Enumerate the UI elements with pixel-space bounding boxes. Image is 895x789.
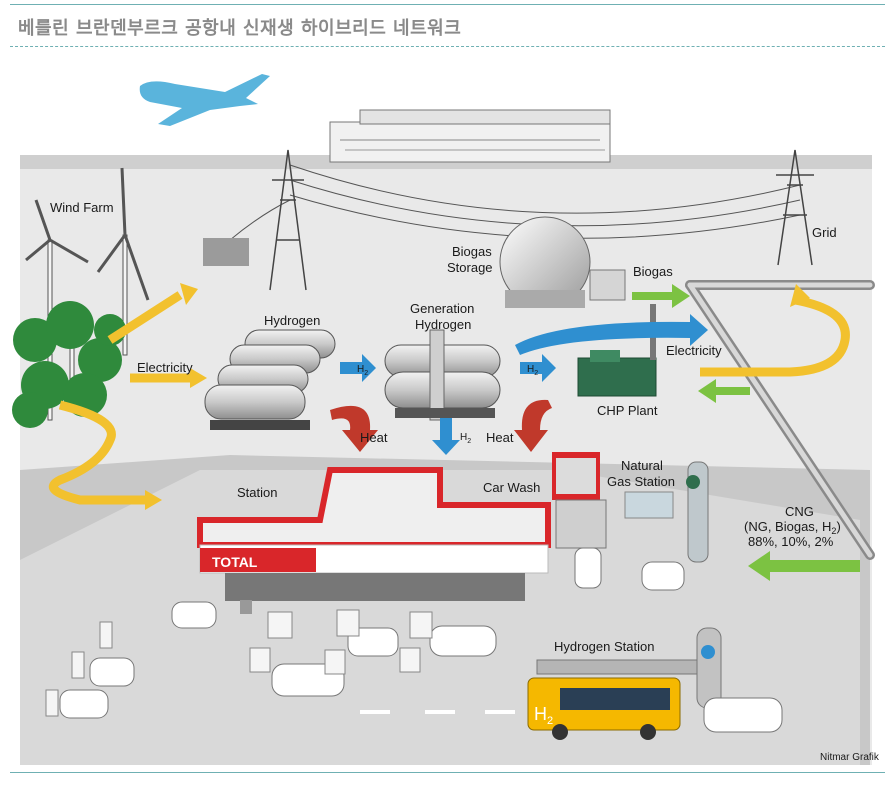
chp-plant-label: CHP Plant <box>597 403 658 418</box>
header-top-line <box>10 4 885 5</box>
credit-label: Nitmar Grafik <box>820 752 880 763</box>
natural-gas-station-label-1: Natural <box>621 458 663 473</box>
hydrogen-flow-arrows <box>340 314 708 455</box>
cng-label-3: 88%, 10%, 2% <box>748 534 834 549</box>
biogas-label: Biogas <box>633 264 673 279</box>
bus-h2-label: H2 <box>534 704 553 727</box>
terminal-building <box>329 109 611 163</box>
heat-label-2: Heat <box>486 430 514 445</box>
car-wash-label: Car Wash <box>483 480 540 495</box>
h2-label-station: H2 <box>460 432 471 445</box>
grid-label: Grid <box>812 225 837 240</box>
wind-farm-label: Wind Farm <box>50 200 114 215</box>
electricity-flow-arrows <box>48 291 850 505</box>
electricity-arrow-heads <box>145 283 810 510</box>
station-label: Station <box>237 485 277 500</box>
airplane-icon <box>139 74 270 126</box>
car-wash <box>552 452 607 549</box>
hydrogen-station-label: Hydrogen Station <box>554 639 654 654</box>
substation <box>203 238 249 266</box>
pylon-left <box>269 149 307 291</box>
pylon-right <box>776 149 814 266</box>
cng-label-2: (NG, Biogas, H2) <box>744 519 841 536</box>
hydrogen-storage-tanks <box>204 329 336 430</box>
hydrogen-label: Hydrogen <box>264 313 320 328</box>
footer-line <box>10 772 885 773</box>
biogas-flow-arrows <box>632 284 860 581</box>
natural-gas-station-label-2: Gas Station <box>607 474 675 489</box>
electricity-label-right: Electricity <box>666 343 722 358</box>
header-divider <box>10 46 885 47</box>
heat-flow-arrows <box>330 399 552 452</box>
fuel-pumps <box>45 609 433 717</box>
h2-label-chp: H2 <box>527 364 538 377</box>
cng-label-1: CNG <box>785 504 814 519</box>
generation-hydrogen-label-2: Hydrogen <box>415 317 471 332</box>
biogas-storage-label-2: Storage <box>447 260 493 275</box>
biogas-storage-label-1: Biogas <box>452 244 492 259</box>
generation-hydrogen-label-1: Generation <box>410 301 474 316</box>
hydrogen-bus <box>527 677 681 740</box>
electricity-label-left: Electricity <box>137 360 193 375</box>
heat-label-1: Heat <box>360 430 388 445</box>
page-title: 베를린 브란덴부르크 공항내 신재생 하이브리드 네트워크 <box>18 18 462 39</box>
total-station <box>197 467 551 614</box>
parked-cars <box>59 547 783 733</box>
total-logo: TOTAL <box>212 554 258 570</box>
h2-label-storage: H2 <box>357 364 368 377</box>
natural-gas-station <box>624 461 709 563</box>
hydrogen-generator <box>384 329 501 421</box>
biogas-storage-dome <box>499 216 626 308</box>
